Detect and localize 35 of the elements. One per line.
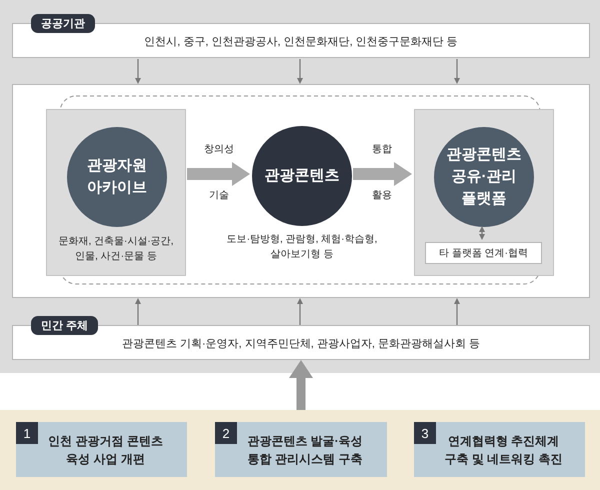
circle-node: 관광콘텐츠	[252, 126, 352, 226]
group-panel	[414, 109, 554, 276]
tag-label: 공공기관	[31, 14, 95, 33]
arrow	[297, 298, 303, 325]
arrow	[289, 360, 313, 410]
arrow	[454, 298, 460, 325]
arrow	[187, 162, 250, 186]
arrow	[479, 226, 485, 240]
circle-node: 관광콘텐츠 공유·관리 플랫폼	[434, 127, 534, 227]
task-box	[215, 422, 387, 477]
process-box: 타 플랫폼 연계·협력	[425, 242, 542, 264]
task-box	[414, 422, 585, 477]
tag-label: 민간 주체	[31, 316, 98, 335]
content-panel	[12, 84, 590, 298]
caption-text: 도보·탐방형, 관람형, 체험·학습형, 살아보기형 등	[226, 233, 378, 262]
group-panel	[46, 109, 186, 276]
caption-text: 문화재, 건축물·시설·공간, 인물, 사건·문물 등	[58, 235, 174, 264]
body-text: 관광콘텐츠 기획·운영자, 지역주민단체, 관광사업자, 문화관광해설사회 등	[122, 337, 480, 351]
arrow	[135, 298, 141, 325]
number-badge: 3	[414, 422, 436, 444]
circle-node: 관광자원 아카이브	[67, 127, 167, 227]
task-box	[16, 422, 187, 477]
arrow	[454, 59, 460, 84]
edge-label: 통합 활용	[371, 143, 393, 203]
task-text: 연계협력형 추진체계 구축 및 네트워킹 촉진	[443, 432, 564, 468]
task-text: 관광콘텐츠 발굴·육성 통합 관리시스템 구축	[246, 432, 364, 468]
arrow	[353, 162, 412, 186]
edge-label: 창의성 기술	[203, 143, 235, 203]
number-badge: 2	[215, 422, 237, 444]
arrow	[135, 59, 141, 84]
number-badge: 1	[16, 422, 38, 444]
body-text: 인천시, 중구, 인천관광공사, 인천문화재단, 인천중구문화재단 등	[144, 35, 458, 49]
task-text: 인천 관광거점 콘텐츠 육성 사업 개편	[47, 432, 164, 468]
band	[0, 410, 600, 490]
arrow	[297, 59, 303, 84]
